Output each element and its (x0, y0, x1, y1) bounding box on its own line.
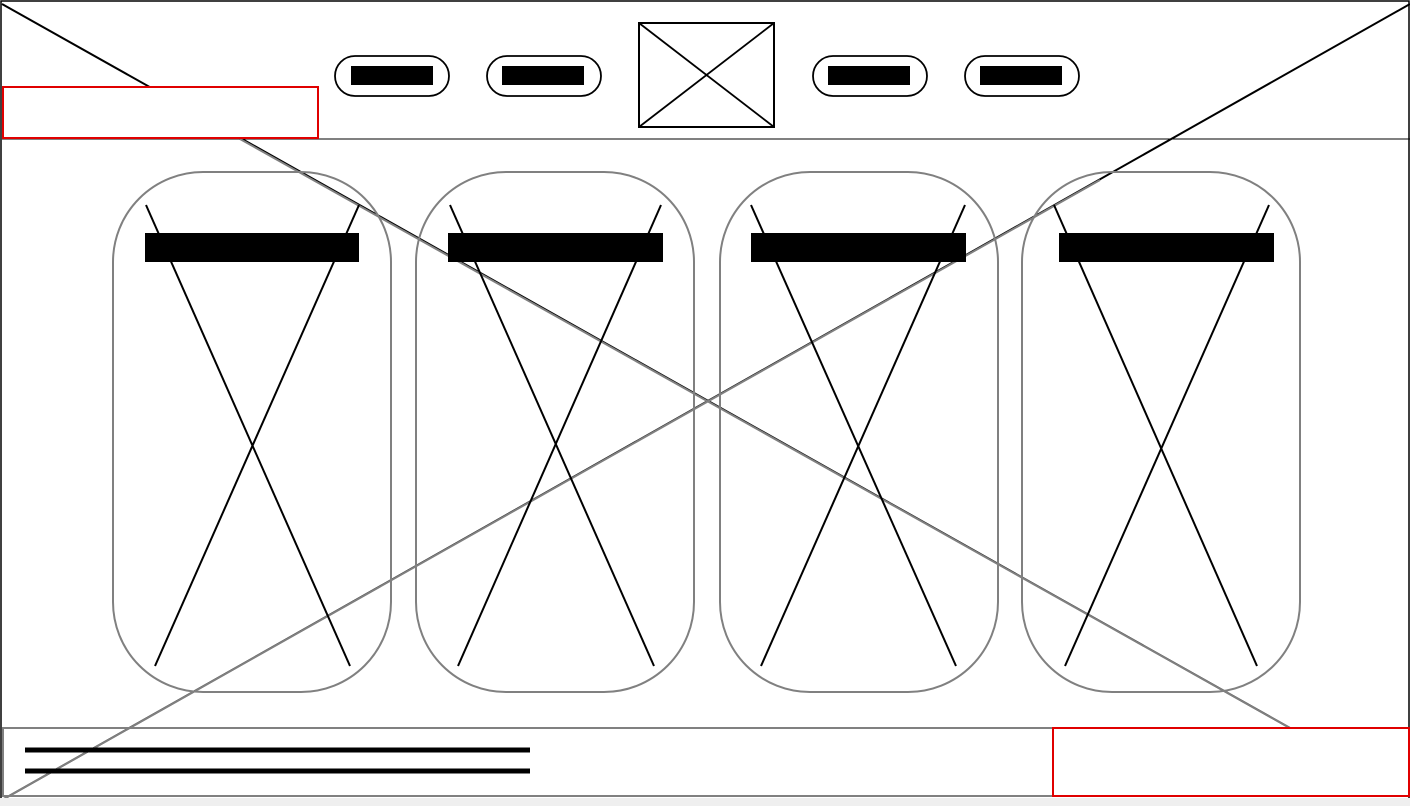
card[interactable] (112, 171, 392, 693)
nav-button-1[interactable] (334, 55, 450, 97)
card-list (112, 171, 1301, 693)
card[interactable] (415, 171, 695, 693)
bg-diagonal-segment (1, 179, 1101, 801)
card-title-bar (145, 233, 359, 262)
card-frame (415, 171, 695, 693)
logo-image-placeholder-icon[interactable] (638, 22, 775, 128)
nav-button-2-label-bar (502, 66, 584, 85)
nav-button-4[interactable] (964, 55, 1080, 97)
header-highlight-box (2, 86, 319, 139)
card-title-bar (1059, 233, 1274, 262)
bottom-edge (0, 798, 1410, 806)
card-image-placeholder-icon (750, 204, 966, 667)
bg-diagonal-segment (239, 138, 1291, 729)
footer-highlight-box (1052, 727, 1410, 797)
card[interactable] (1021, 171, 1301, 693)
nav-button-1-label-bar (351, 66, 433, 85)
card-title-bar (448, 233, 663, 262)
nav-button-3[interactable] (812, 55, 928, 97)
card-image-placeholder-icon (1053, 204, 1270, 667)
card-frame (719, 171, 999, 693)
nav-button-4-label-bar (980, 66, 1062, 85)
card-image-placeholder-icon (449, 204, 662, 667)
nav-button-3-label-bar (828, 66, 910, 85)
card-title-bar (751, 233, 966, 262)
card[interactable] (719, 171, 999, 693)
card-image-placeholder-icon (145, 204, 360, 667)
card-frame (1021, 171, 1301, 693)
card-frame (112, 171, 392, 693)
nav-button-2[interactable] (486, 55, 602, 97)
